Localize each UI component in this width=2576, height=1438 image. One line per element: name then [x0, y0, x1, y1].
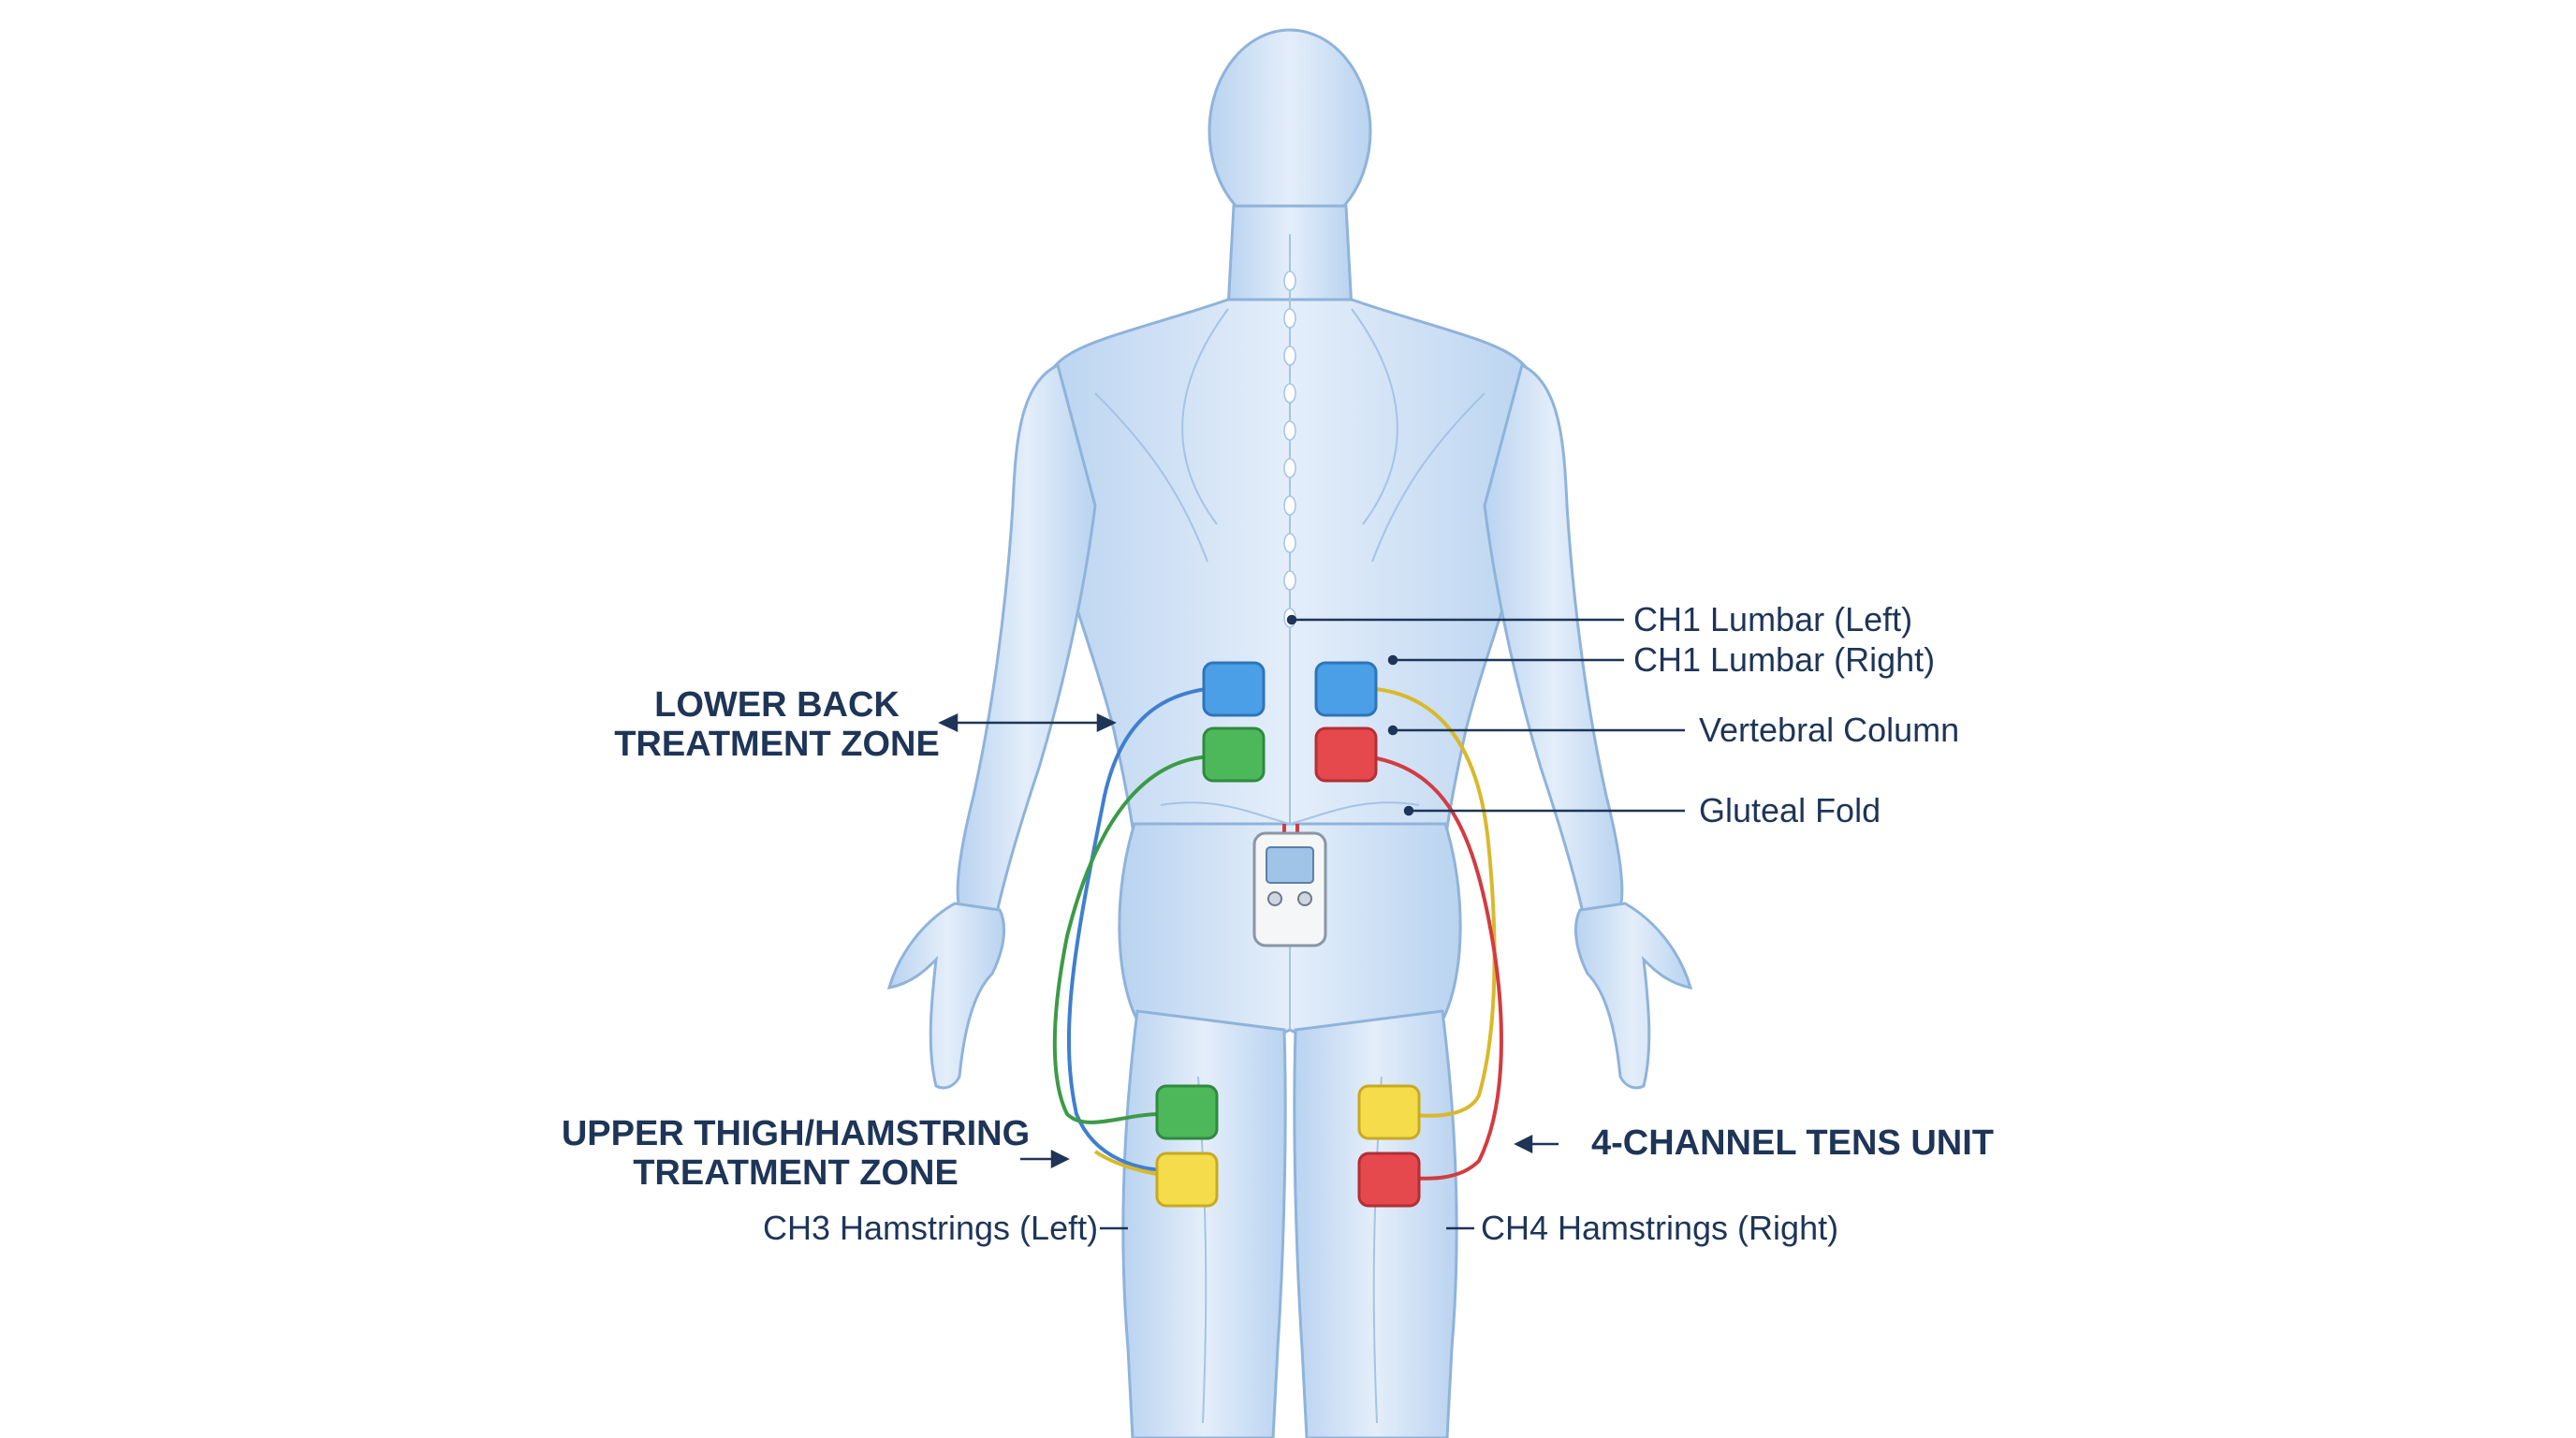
- pad-ch2-left-green: [1202, 726, 1266, 783]
- lower-back-zone-line1: LOWER BACK: [654, 685, 900, 725]
- tens-unit-button-right: [1297, 891, 1312, 906]
- pad-ch3-lower-yellow: [1155, 1152, 1219, 1208]
- head: [1208, 28, 1372, 234]
- ch3-hamstrings-left-label: CH3 Hamstrings (Left): [763, 1209, 1099, 1247]
- tens-unit-label: 4-CHANNEL TENS UNIT: [1591, 1123, 1994, 1163]
- wire-yellow-1: [1366, 686, 1497, 1118]
- pad-ch3-upper-green: [1155, 1084, 1219, 1140]
- left-hand: [886, 902, 1005, 1090]
- lower-back-zone-label: LOWER BACK TREATMENT ZONE: [614, 685, 940, 764]
- ch1-lumbar-right-label: CH1 Lumbar (Right): [1633, 640, 1936, 679]
- tens-unit-button-left: [1267, 891, 1282, 906]
- electrode-pads: [1155, 661, 1421, 1208]
- lower-back-zone-line2: TREATMENT ZONE: [614, 725, 940, 764]
- muscle-lines: [1094, 234, 1486, 1424]
- pad-ch2-right-red: [1314, 726, 1378, 783]
- wire-red: [1366, 755, 1503, 1181]
- electrode-wires: [1052, 686, 1503, 1181]
- wire-green: [1052, 755, 1214, 1124]
- thigh-zone-line2: TREATMENT ZONE: [633, 1153, 959, 1193]
- gluteal-fold-label: Gluteal Fold: [1699, 791, 1881, 829]
- vertebral-column-label: Vertebral Column: [1699, 711, 1960, 749]
- pad-ch4-lower-red: [1357, 1152, 1421, 1208]
- pad-ch1-left-blue: [1202, 661, 1266, 717]
- wire-blue: [1066, 686, 1214, 1172]
- leader-lines: [938, 614, 1685, 1230]
- right-hand: [1574, 902, 1693, 1090]
- pad-ch4-upper-yellow: [1357, 1084, 1421, 1140]
- tens-unit-device: [1252, 831, 1327, 947]
- thigh-zone-line1: UPPER THIGH/HAMSTRING: [561, 1114, 1031, 1153]
- tens-unit-screen: [1266, 846, 1314, 884]
- thigh-zone-label: UPPER THIGH/HAMSTRING TREATMENT ZONE: [562, 1114, 1030, 1193]
- ch4-hamstrings-right-label: CH4 Hamstrings (Right): [1481, 1209, 1839, 1247]
- ch1-lumbar-left-label: CH1 Lumbar (Left): [1633, 600, 1913, 638]
- pad-ch1-right-blue: [1314, 661, 1378, 717]
- left-arm: [956, 362, 1097, 915]
- right-arm: [1483, 362, 1624, 915]
